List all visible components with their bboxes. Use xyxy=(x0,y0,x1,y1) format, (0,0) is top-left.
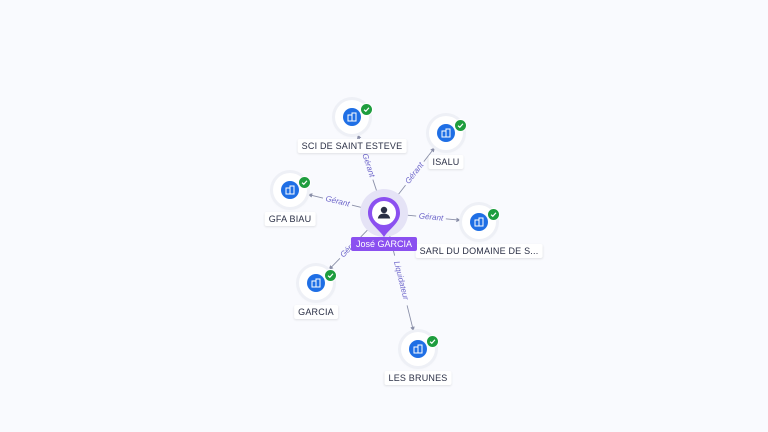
building-icon xyxy=(409,340,427,358)
company-label: SCI DE SAINT ESTEVE xyxy=(297,139,407,153)
svg-text:Gérant: Gérant xyxy=(418,211,444,222)
verified-check-icon xyxy=(360,103,373,116)
verified-check-icon xyxy=(487,208,500,221)
company-label: SARL DU DOMAINE DE S... xyxy=(415,244,543,258)
verified-check-icon xyxy=(426,335,439,348)
company-label: GARCIA xyxy=(294,305,338,319)
verified-check-icon xyxy=(454,119,467,132)
company-label: GFA BIAU xyxy=(264,212,316,226)
building-icon xyxy=(437,124,455,142)
building-icon xyxy=(470,213,488,231)
person-name: José GARCIA xyxy=(350,237,418,251)
person-icon xyxy=(368,197,400,237)
building-icon xyxy=(343,108,361,126)
svg-text:Liquidateur: Liquidateur xyxy=(392,260,410,301)
verified-check-icon xyxy=(324,269,337,282)
edge-role-gfa: Gérant xyxy=(321,193,354,211)
edge-role-sarl: Gérant xyxy=(415,211,447,224)
edge-role-sci: Gérant xyxy=(358,149,378,182)
company-label: LES BRUNES xyxy=(384,371,452,385)
edge-role-brunes: Liquidateur xyxy=(389,254,412,307)
verified-check-icon xyxy=(298,176,311,189)
edge-role-isalu: Gérant xyxy=(401,158,428,189)
building-icon xyxy=(281,181,299,199)
svg-text:Gérant: Gérant xyxy=(360,152,377,179)
building-icon xyxy=(307,274,325,292)
company-label: ISALU xyxy=(428,155,464,169)
